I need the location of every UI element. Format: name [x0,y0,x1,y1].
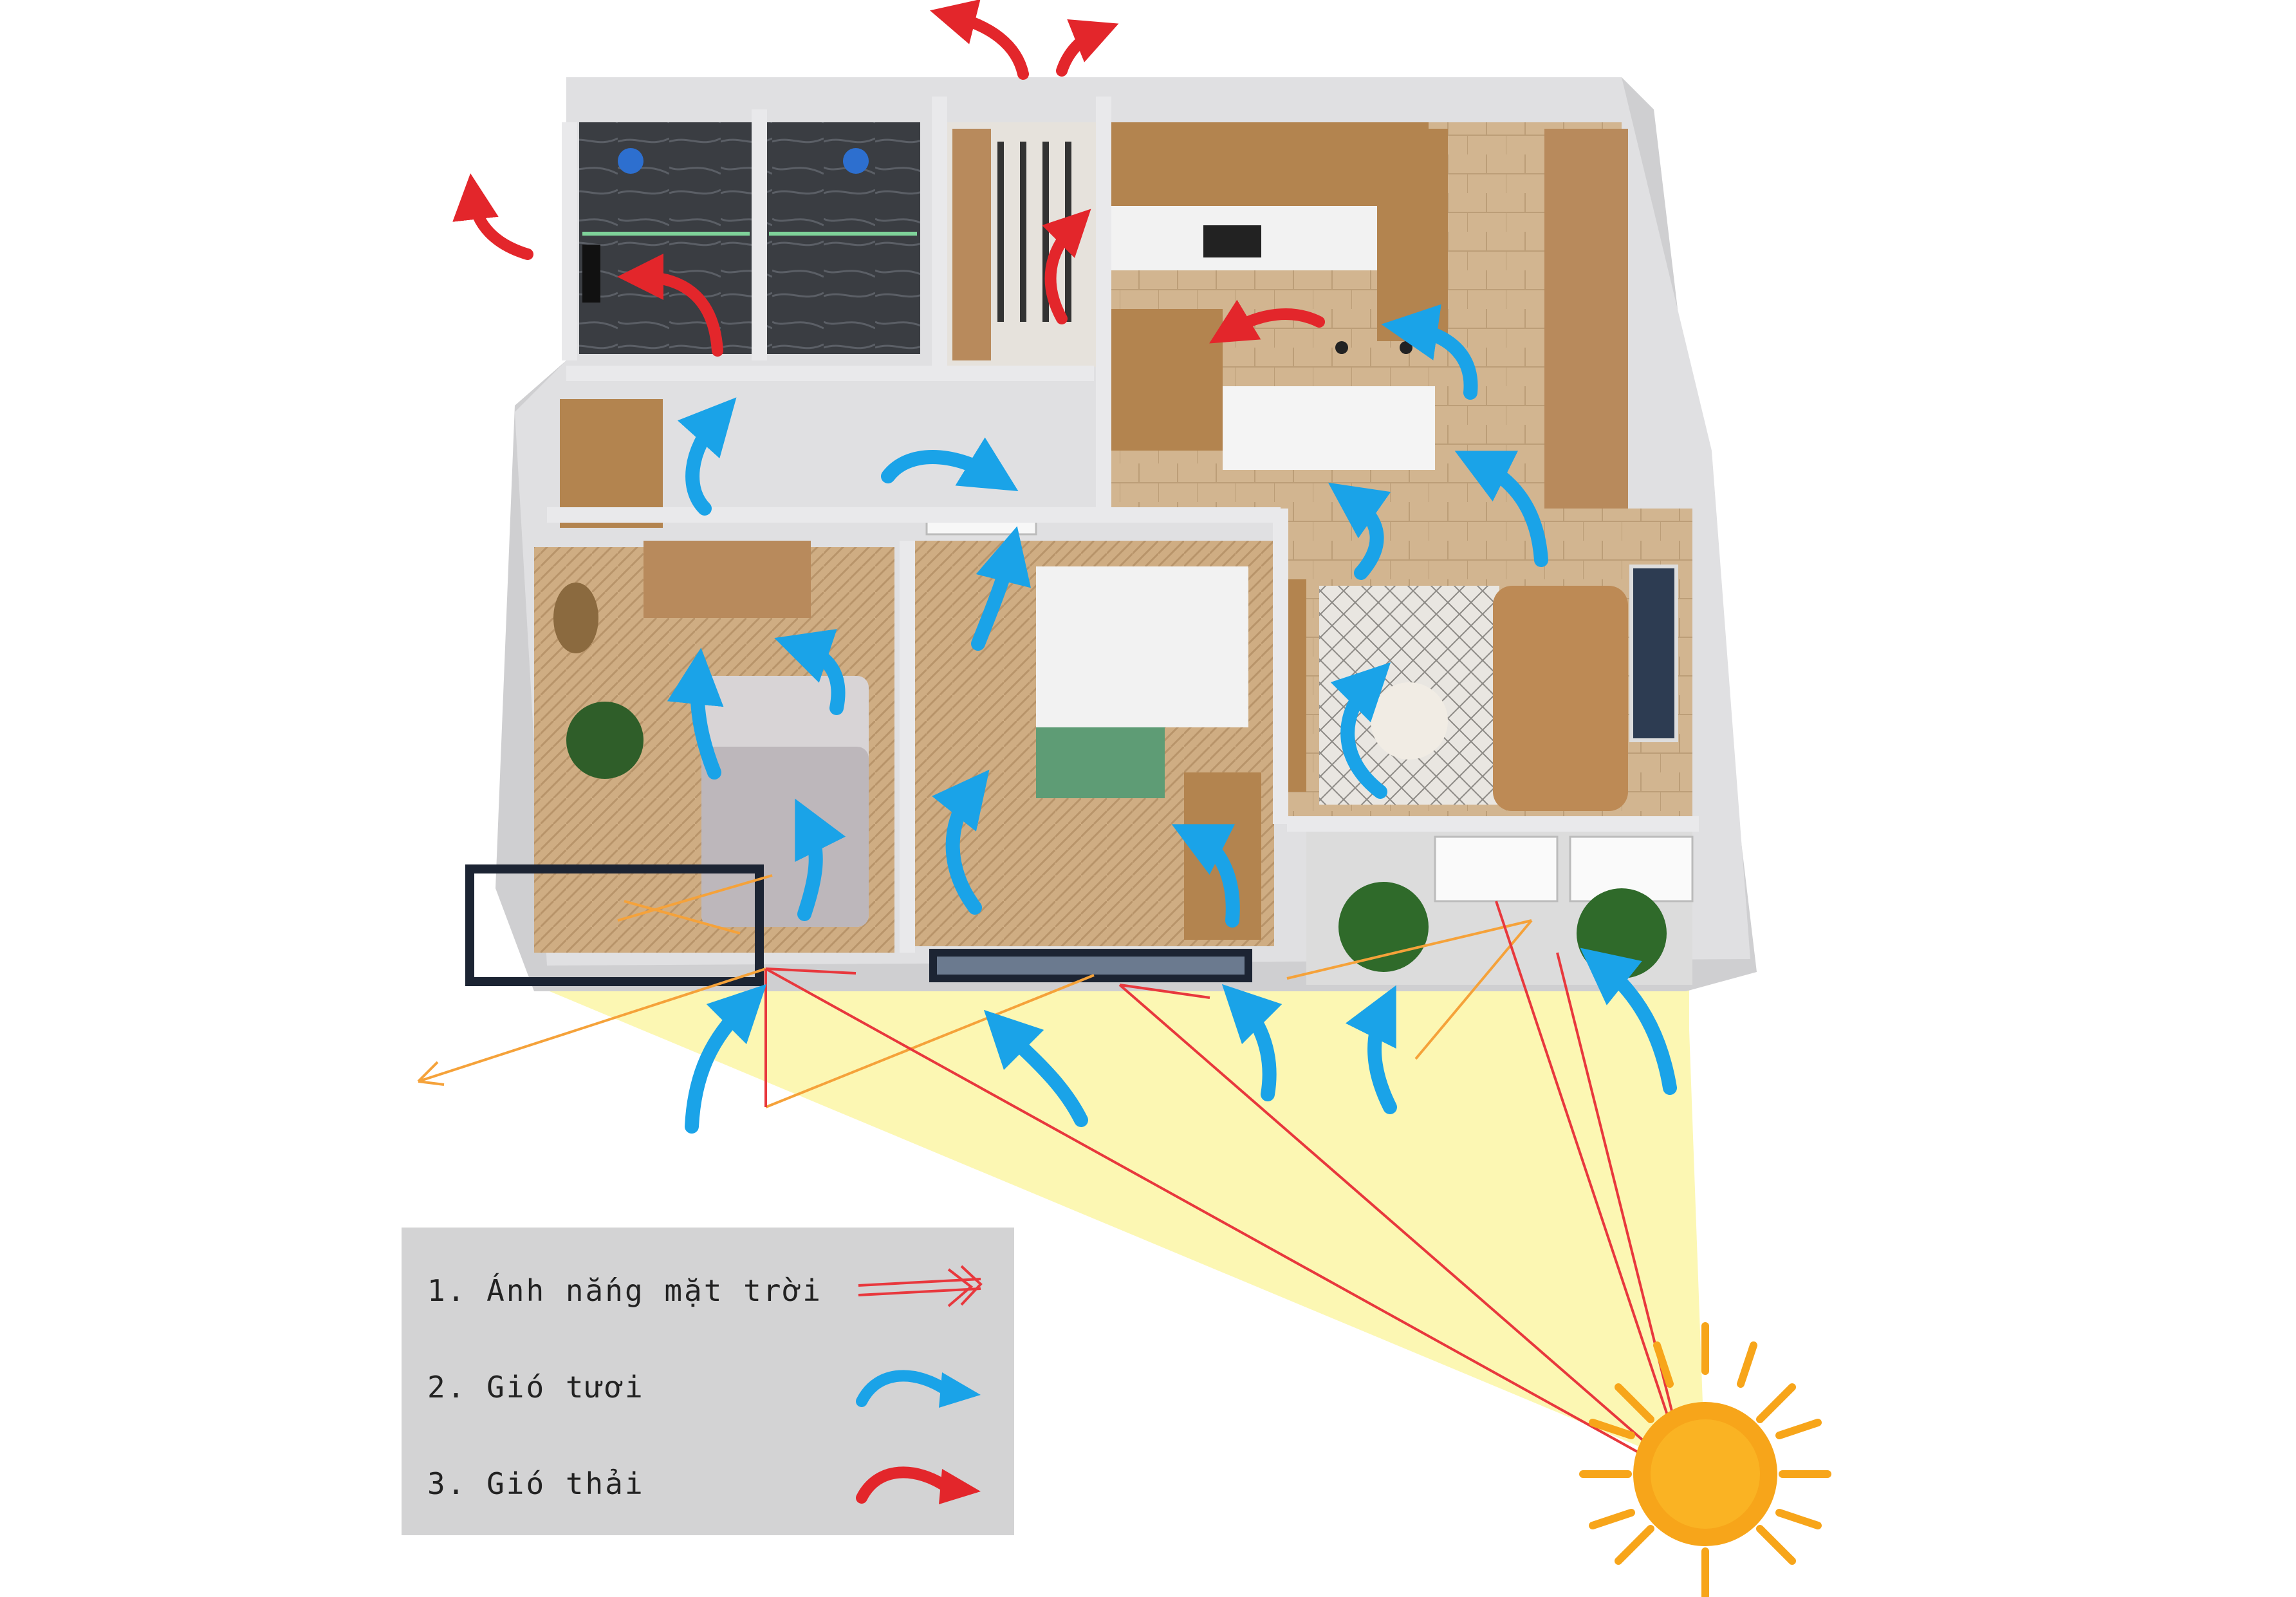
shower-glass-left [582,232,750,236]
sunlight-ray-icon [858,1265,983,1307]
exhaust-wind-arrow-icon [856,1466,981,1504]
legend-label-fresh-wind: 2. Gió tươi [427,1370,645,1405]
fresh-wind-arrow-icon [677,397,737,516]
sun-icon [1579,1322,1831,1597]
fresh-wind-arrow-icon [667,648,724,780]
utility-cabinet [952,129,991,360]
fresh-wind-arrow-icon [1580,948,1677,1095]
bedroom-1-sliding-door [643,541,811,618]
fresh-wind-arrow-icon [983,1009,1088,1127]
kitchen-island-top [1223,386,1435,470]
sunlight-rays [764,901,1690,1482]
fresh-wind-arrow-icon [1381,304,1478,400]
bedroom-2-window [929,949,1252,982]
fresh-wind-arrow-icon [1221,984,1282,1101]
shower-head-left [618,148,643,174]
fresh-wind-arrow-icon [932,769,990,915]
exhaust-wind-arrow-icon [1209,299,1325,344]
fresh-wind-arrow-icon [881,437,1019,492]
shower-glass-right [769,232,917,236]
fresh-wind-arrow-icon [1328,482,1391,580]
fresh-wind-arrow-icon [1345,985,1397,1114]
kitchen-tall-cabinet [1377,129,1448,341]
bedroom-1-window [465,864,764,986]
legend: 1. Ánh nắng mặt trời 2. Gió tươi 3. Gió … [402,1228,1014,1535]
balcony-plant-1 [1338,882,1429,972]
round-mirror [553,583,598,653]
exhaust-wind-arrow-icon [1042,209,1091,324]
shower-head-right [843,148,869,174]
wall-painting [1629,565,1678,742]
fresh-wind-arrow-icon [1171,824,1240,928]
cooktop [1203,225,1261,257]
legend-label-exhaust-wind: 3. Gió thải [427,1466,645,1501]
sofa [1493,586,1628,811]
plant-bedroom-1 [566,702,643,779]
fresh-wind-arrow-icon [1454,451,1548,567]
bedroom-2-bed-frame [1036,727,1165,798]
exhaust-wind-arrow-icon [930,0,1029,80]
fresh-wind-arrow-icon [856,1370,981,1408]
fresh-wind-arrow-icon [1330,662,1391,799]
pendant-lamp-2 [1400,341,1412,354]
fresh-wind-arrow-icon [971,526,1032,651]
legend-item-sunlight: 1. Ánh nắng mặt trời [427,1265,822,1316]
pendant-lamp-1 [1335,341,1348,354]
vanity-mirror [582,245,600,303]
kitchen-upper-cabinets [1107,122,1429,206]
fresh-wind-arrow-icon [795,798,846,921]
exhaust-wind-arrow-icon [452,173,533,260]
legend-item-fresh-wind: 2. Gió tươi [427,1361,645,1413]
exhaust-wind-arrow-icon [1056,19,1119,77]
bathroom-left [579,122,753,354]
interior-walls [547,97,1699,953]
coffee-table [1371,682,1448,760]
balcony-plant-2 [1577,888,1667,978]
washing-machine-1 [1434,836,1559,902]
bedroom-1-wardrobe [560,399,663,528]
fresh-wind-arrows [667,304,1677,1134]
fresh-wind-arrow-icon [774,629,846,715]
exhaust-wind-arrows [452,0,1325,357]
bathroom-right [766,122,920,354]
bedroom-2-bunk-bed [1036,566,1248,727]
legend-label-sunlight: 1. Ánh nắng mặt trời [427,1273,822,1308]
sunlight-cone [534,985,1705,1474]
kitchen-island-cabinet [1107,309,1223,451]
fresh-wind-arrow-icon [685,984,767,1134]
exhaust-wind-arrow-icon [617,254,723,357]
kitchen-shelving [1544,129,1628,566]
legend-item-exhaust-wind: 3. Gió thải [427,1458,645,1509]
bedroom-1-blanket [701,747,869,927]
